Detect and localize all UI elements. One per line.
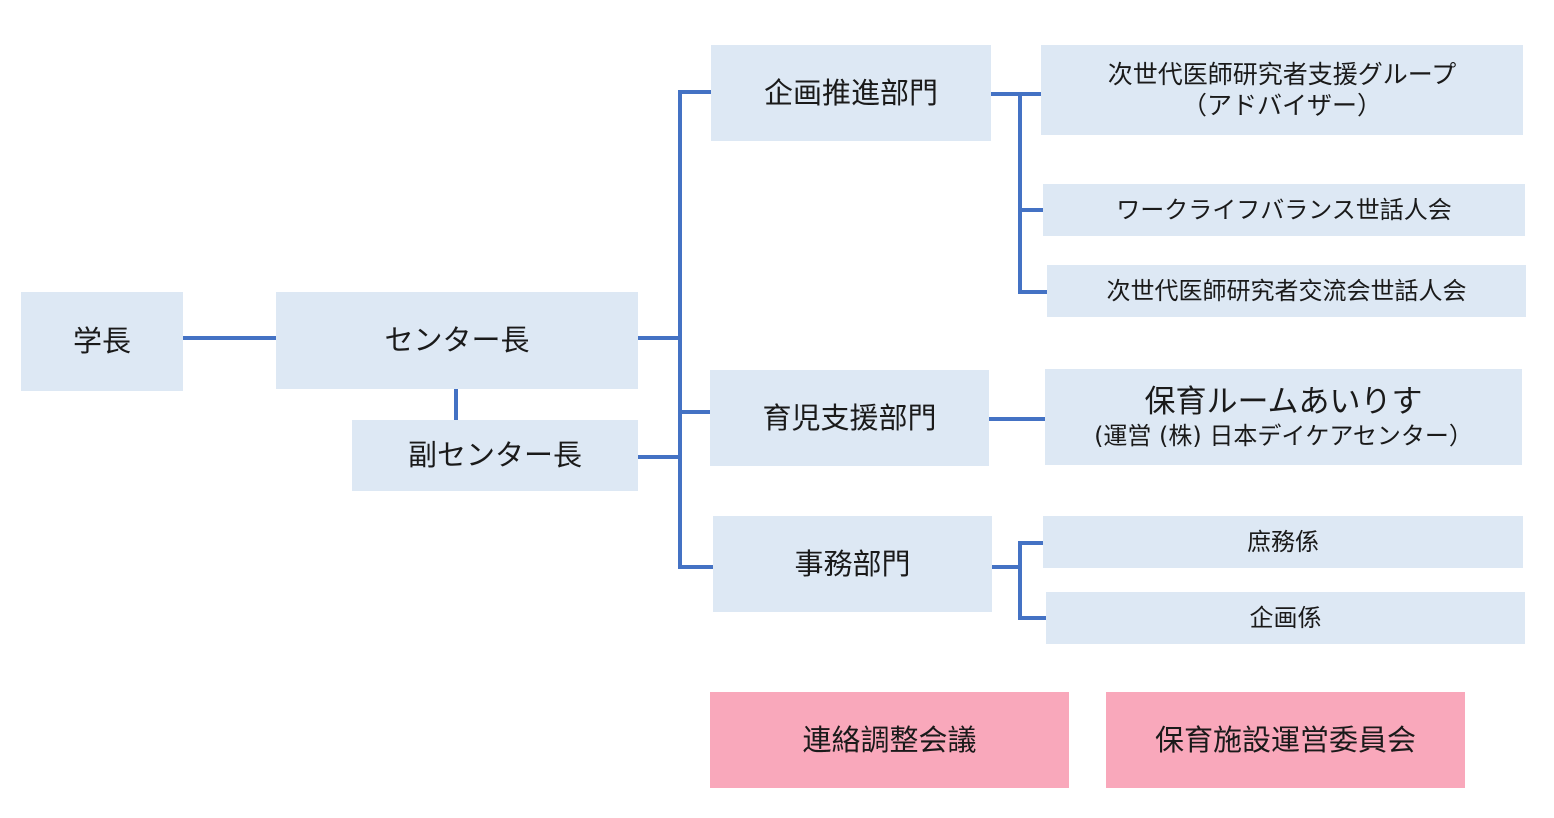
center-director-label: センター長 bbox=[384, 323, 530, 358]
planning-section-label: 企画係 bbox=[1249, 604, 1322, 632]
nursery-room-label: 保育ルームあいりす bbox=[1144, 383, 1423, 420]
support-group-box: 次世代医師研究者支援グループ （アドバイザー） bbox=[1041, 45, 1523, 135]
nursery-committee-box: 保育施設運営委員会 bbox=[1106, 692, 1465, 788]
vice-director-box: 副センター長 bbox=[352, 420, 638, 491]
work-life-balance-label: ワークライフバランス世話人会 bbox=[1116, 196, 1452, 224]
president-box: 学長 bbox=[21, 292, 183, 391]
exchange-meeting-box: 次世代医師研究者交流会世話人会 bbox=[1047, 265, 1526, 317]
vice-director-label: 副センター長 bbox=[407, 438, 582, 473]
planning-section-box: 企画係 bbox=[1046, 592, 1525, 644]
liaison-meeting-box: 連絡調整会議 bbox=[710, 692, 1069, 788]
exchange-meeting-label: 次世代医師研究者交流会世話人会 bbox=[1106, 277, 1467, 305]
childcare-dept-label: 育児支援部門 bbox=[762, 400, 937, 435]
general-affairs-box: 庶務係 bbox=[1043, 516, 1523, 568]
support-group-sublabel: （アドバイザー） bbox=[1181, 91, 1382, 120]
nursery-committee-label: 保育施設運営委員会 bbox=[1154, 722, 1416, 757]
childcare-dept-box: 育児支援部門 bbox=[710, 370, 989, 466]
president-label: 学長 bbox=[72, 324, 131, 359]
general-affairs-label: 庶務係 bbox=[1247, 528, 1319, 556]
liaison-meeting-label: 連絡調整会議 bbox=[802, 722, 977, 757]
nursery-room-box: 保育ルームあいりす (運営 (株) 日本デイケアセンター） bbox=[1045, 369, 1522, 465]
center-director-box: センター長 bbox=[276, 292, 638, 389]
nursery-room-operator: (運営 (株) 日本デイケアセンター） bbox=[1094, 422, 1473, 451]
support-group-label: 次世代医師研究者支援グループ bbox=[1107, 59, 1457, 89]
admin-dept-label: 事務部門 bbox=[794, 546, 911, 581]
planning-dept-label: 企画推進部門 bbox=[763, 75, 938, 110]
admin-dept-box: 事務部門 bbox=[713, 516, 992, 612]
planning-dept-box: 企画推進部門 bbox=[711, 45, 991, 141]
work-life-balance-box: ワークライフバランス世話人会 bbox=[1043, 184, 1525, 236]
